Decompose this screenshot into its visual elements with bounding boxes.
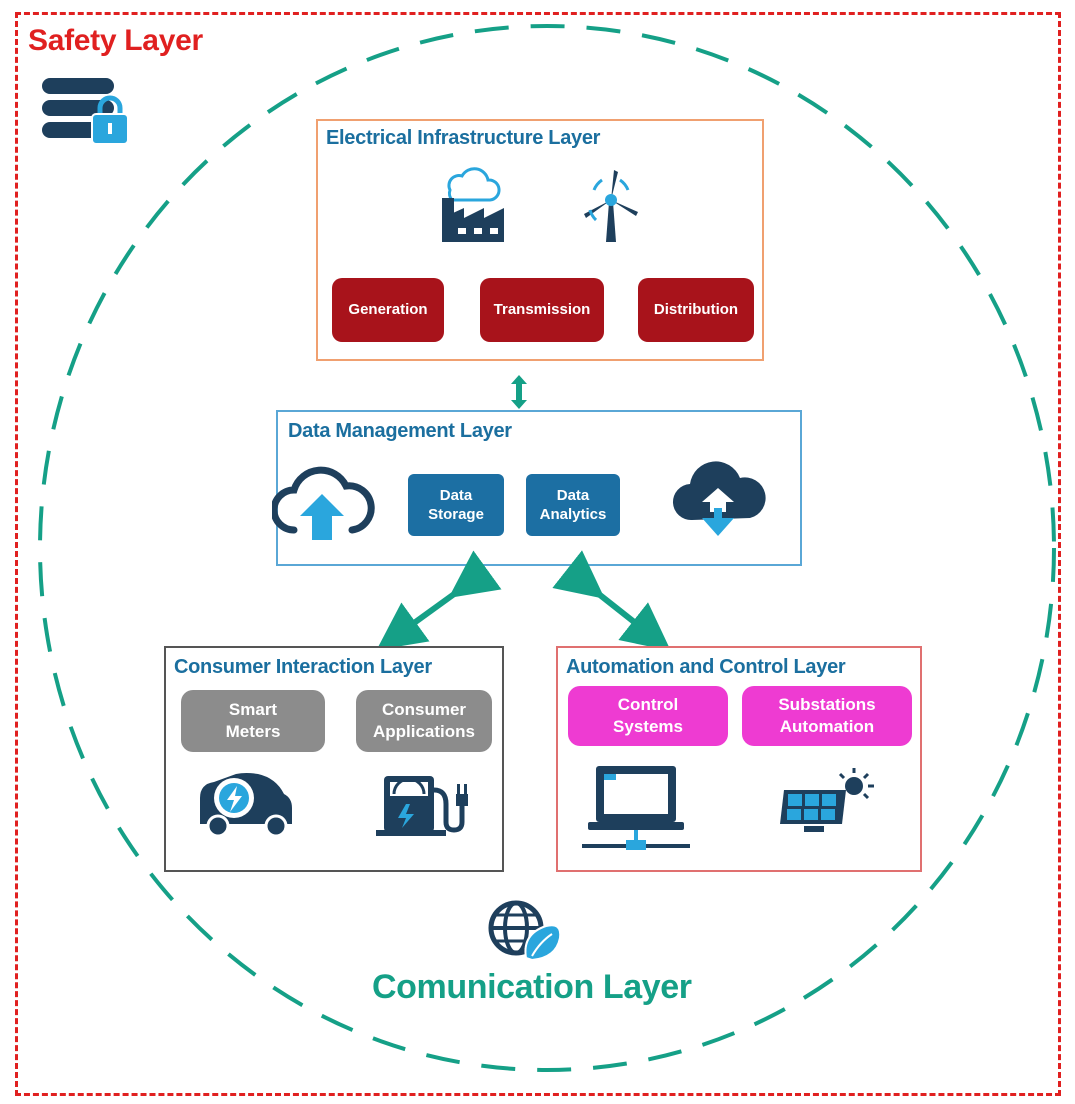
communication-layer-title: Comunication Layer <box>372 968 692 1006</box>
consumer-applications-block: Consumer Applications <box>356 690 492 752</box>
globe-leaf-icon <box>488 900 562 962</box>
charging-station-icon <box>376 776 468 836</box>
generation-block: Generation <box>332 278 444 342</box>
cloud-download-icon <box>672 461 766 536</box>
distribution-block: Distribution <box>638 278 754 342</box>
arrow-data-automation <box>552 550 671 651</box>
bidirectional-arrow-icon <box>511 375 527 409</box>
computer-network-icon <box>582 766 690 850</box>
wind-turbine-icon <box>584 170 638 242</box>
factory-icon <box>442 167 504 242</box>
solar-panel-icon <box>780 768 874 832</box>
electrical-infrastructure-layer-title: Electrical Infrastructure Layer <box>326 127 601 149</box>
safety-layer-title: Safety Layer <box>28 24 203 57</box>
data-analytics-block: Data Analytics <box>526 474 620 536</box>
data-management-layer-title: Data Management Layer <box>288 420 512 442</box>
substations-automation-block: Substations Automation <box>742 686 912 746</box>
control-systems-block: Control Systems <box>568 686 728 746</box>
automation-control-layer-box <box>556 646 922 872</box>
consumer-interaction-layer-box <box>164 646 504 872</box>
smart-meters-block: Smart Meters <box>181 690 325 752</box>
data-storage-block: Data Storage <box>408 474 504 536</box>
transmission-block: Transmission <box>480 278 604 342</box>
cloud-upload-icon <box>272 466 375 540</box>
automation-control-layer-title: Automation and Control Layer <box>566 656 846 678</box>
consumer-interaction-layer-title: Consumer Interaction Layer <box>174 656 432 678</box>
safety-layer-border <box>15 12 1061 1096</box>
database-lock-icon <box>42 78 129 145</box>
arrow-data-consumer <box>376 550 502 651</box>
electric-car-icon <box>200 773 292 838</box>
